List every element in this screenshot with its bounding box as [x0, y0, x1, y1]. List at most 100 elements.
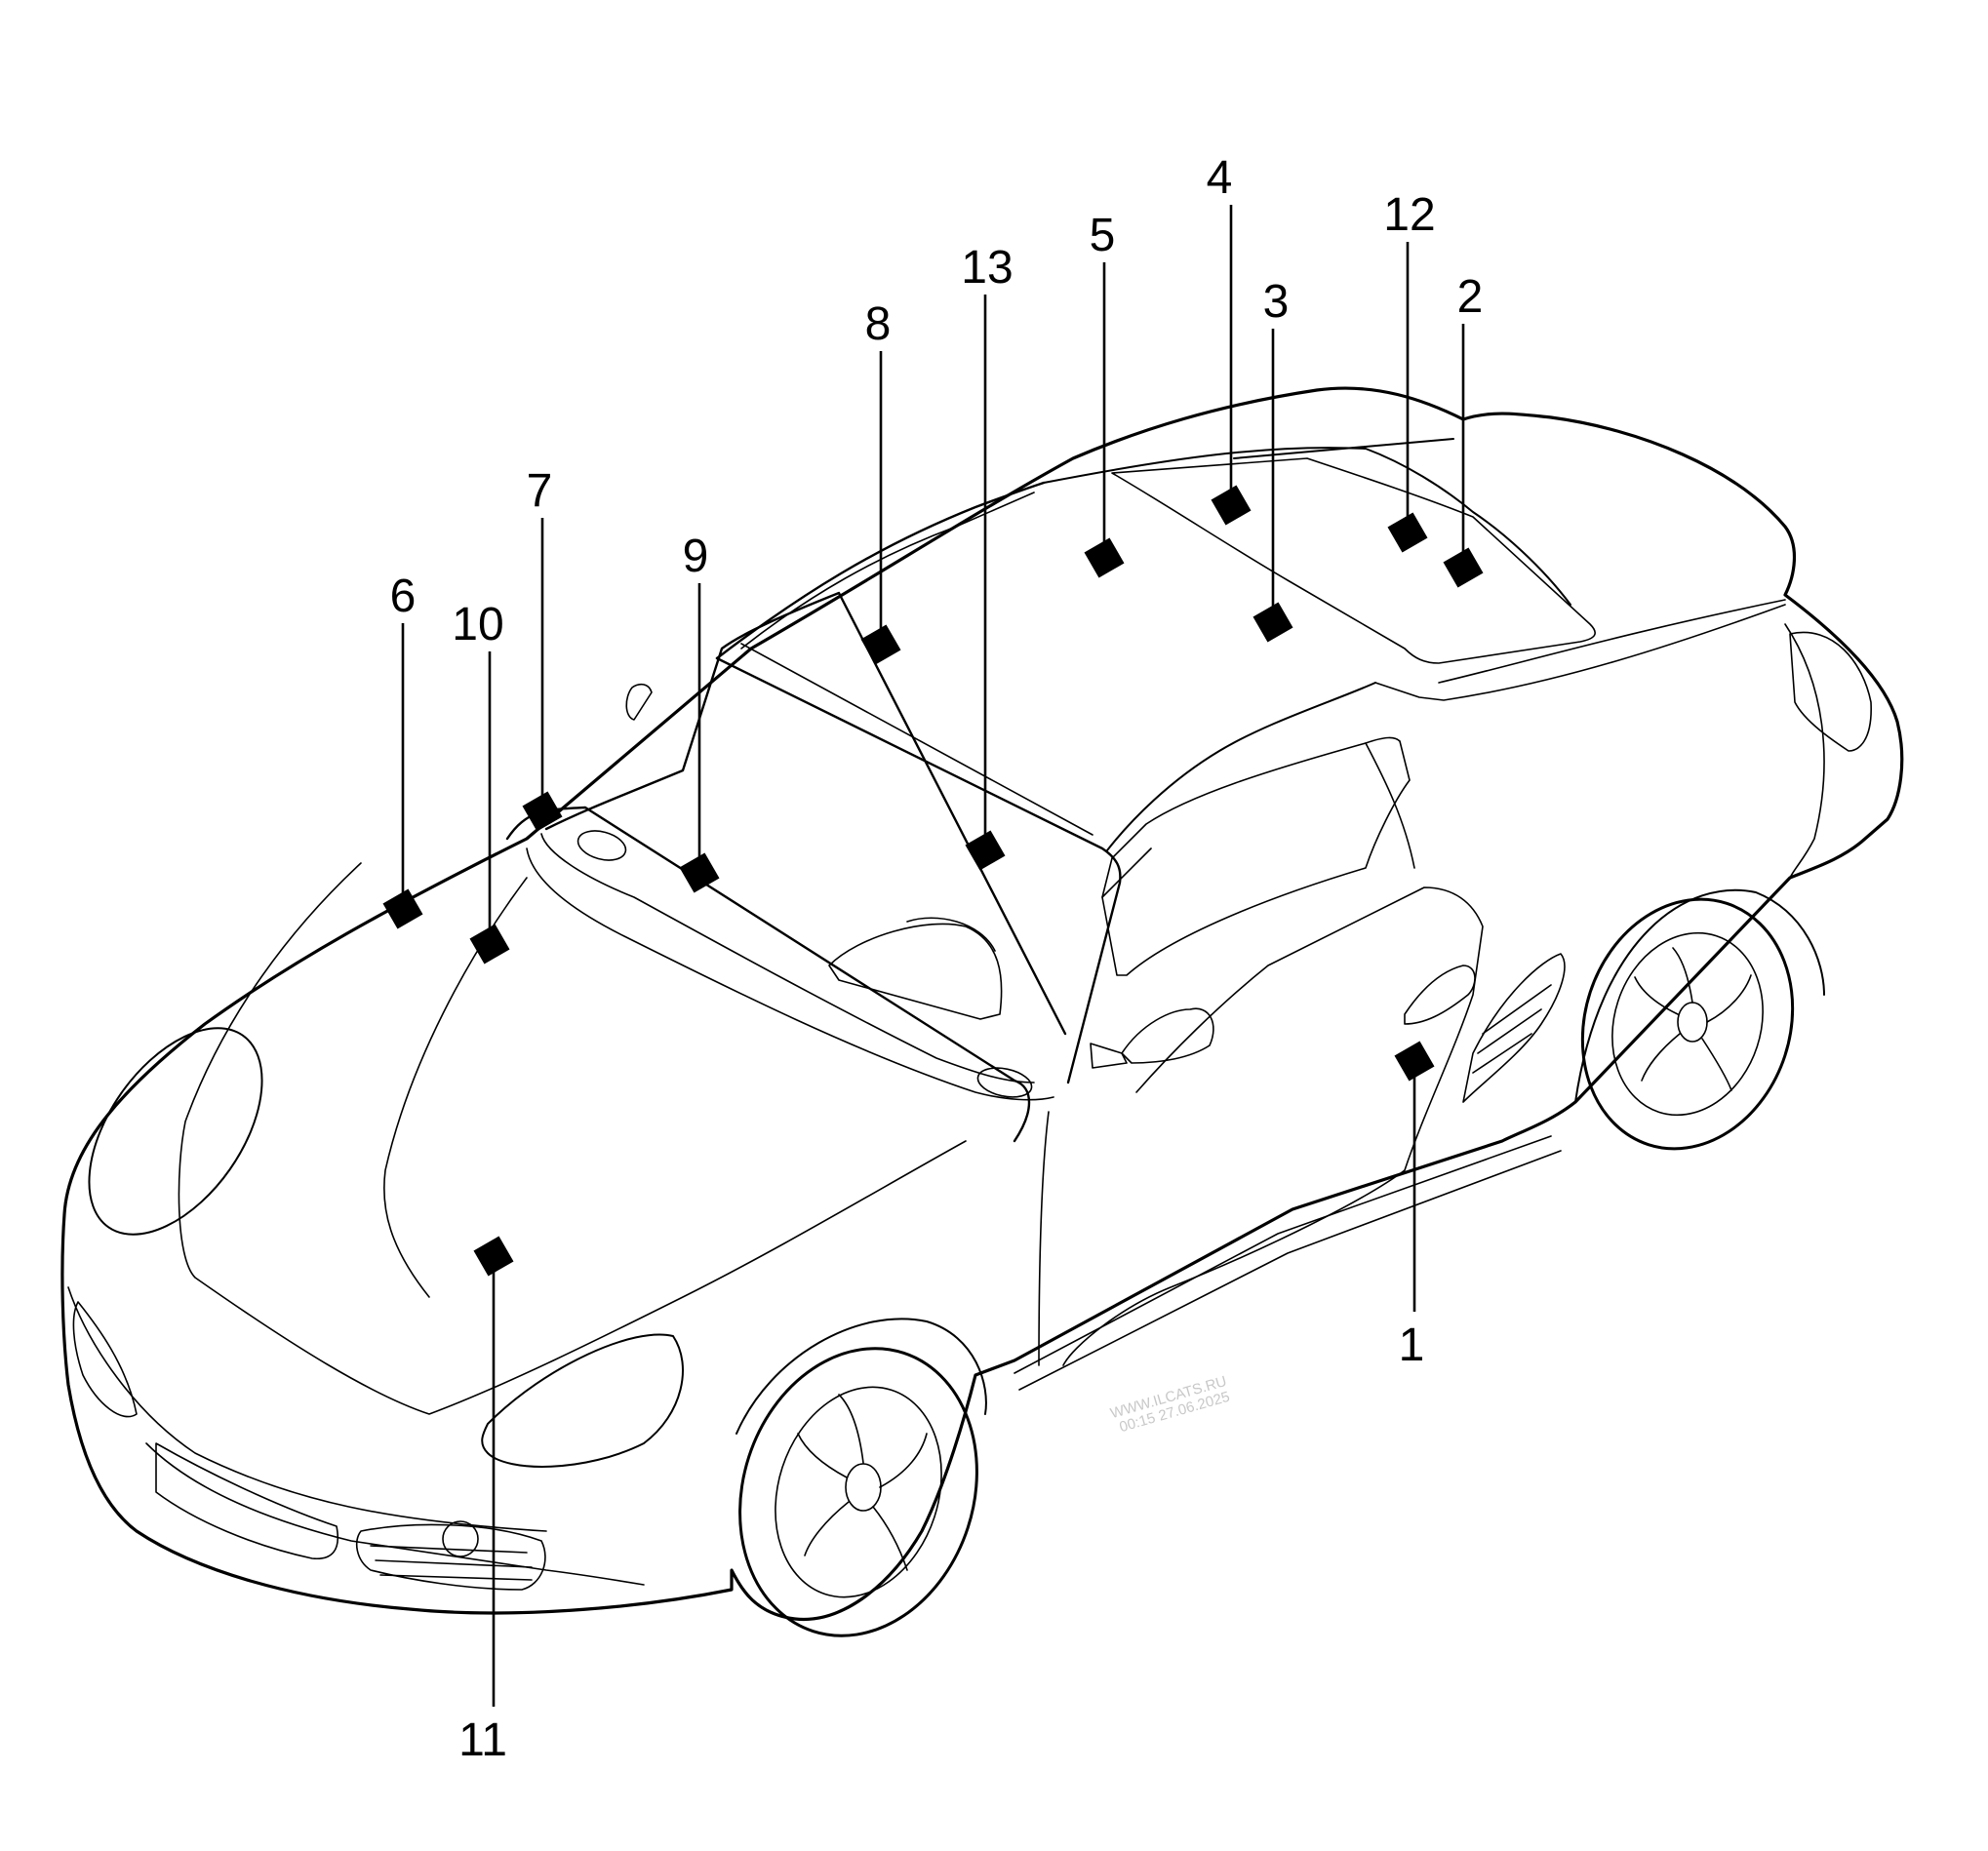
hood-outline [179, 863, 966, 1414]
taillight [1790, 632, 1871, 751]
side-intake [1463, 954, 1565, 1102]
callout-8: 8 [860, 298, 901, 665]
mirror-stalk [1091, 1044, 1127, 1068]
callout-marker [965, 830, 1006, 871]
callout-4: 4 [1207, 152, 1252, 526]
fog-light [443, 1521, 478, 1556]
front-bumper-lower [146, 1443, 644, 1585]
callout-number: 6 [390, 571, 417, 622]
side-window-divider [1366, 743, 1414, 868]
callout-number: 11 [458, 1714, 507, 1766]
roof-left-edge [717, 483, 1044, 658]
intake-fin-1 [1483, 985, 1551, 1034]
roof-right-edge [1107, 683, 1375, 850]
callout-number: 9 [683, 531, 709, 582]
car-illustration [54, 388, 1901, 1667]
callout-number: 2 [1457, 271, 1484, 323]
rear-glass [1112, 458, 1595, 663]
door-handle [1405, 965, 1475, 1024]
side-window [1102, 737, 1410, 975]
washer-nozzle-left [575, 826, 629, 865]
headlight-left [54, 998, 297, 1266]
callout-marker [469, 924, 510, 965]
callout-marker [473, 1236, 514, 1277]
a-pillar-right [1102, 848, 1151, 897]
callout-marker [1394, 1041, 1435, 1082]
windshield-outer [507, 807, 1029, 1141]
callout-marker [522, 791, 563, 832]
rear-wheel-rim [1589, 913, 1785, 1134]
roof-rear-edge [1044, 448, 1571, 605]
door-seam [1039, 1112, 1049, 1365]
side-mirror [1122, 1008, 1213, 1063]
callout-number: 1 [1399, 1319, 1425, 1371]
side-skirt [1014, 1136, 1551, 1373]
callout-7: 7 [522, 465, 563, 832]
callout-number: 4 [1207, 152, 1233, 204]
callout-marker [679, 852, 720, 893]
callout-number: 5 [1090, 210, 1116, 261]
hood-crease-left [384, 878, 527, 1297]
windshield-upper-edge [717, 658, 1120, 1083]
callout-marker [382, 888, 423, 929]
watermark: WWW.ILCATS.RU 00:15 27.06.2025 [1108, 1373, 1231, 1436]
callout-marker [1443, 547, 1484, 588]
callout-1: 1 [1394, 1041, 1435, 1371]
callout-marker [1211, 485, 1252, 526]
callout-number: 10 [452, 599, 503, 650]
rear-wheel-arch [1575, 890, 1824, 1102]
side-skirt-lower [1019, 1151, 1561, 1390]
windshield-frame [546, 593, 1065, 1034]
rear-deck [1439, 600, 1785, 683]
front-intake-right [357, 1524, 545, 1590]
callout-marker [1084, 537, 1125, 578]
callout-3: 3 [1252, 276, 1293, 643]
front-wheel-rim [749, 1365, 968, 1619]
rear-wheel-tire [1551, 872, 1824, 1176]
rear-bumper-curve [1785, 624, 1824, 878]
callout-marker [1387, 512, 1428, 553]
callout-number: 8 [865, 298, 892, 350]
windshield-inner-top [741, 644, 1093, 835]
callout-12: 12 [1383, 189, 1436, 553]
callout-10: 10 [452, 599, 510, 965]
callout-number: 13 [961, 242, 1013, 294]
headlight-right [482, 1334, 683, 1466]
front-intake-center [156, 1443, 338, 1558]
callout-number: 7 [527, 465, 553, 517]
door-frame [1063, 887, 1483, 1365]
cowl-line [541, 834, 1034, 1083]
callout-2: 2 [1443, 271, 1484, 588]
callout-marker [1252, 602, 1293, 643]
front-bumper [68, 1287, 546, 1531]
front-wheel-tire [703, 1318, 1013, 1667]
front-intake-left [73, 1302, 137, 1417]
washer-nozzle-right [975, 1063, 1035, 1101]
rear-fender-line [1375, 605, 1785, 700]
body-outline [62, 388, 1902, 1619]
front-wheel-hub [846, 1464, 881, 1511]
cowl-line-2 [527, 848, 1054, 1100]
intake-fin-2 [1478, 1009, 1541, 1053]
rear-wheel-hub [1678, 1003, 1707, 1042]
callout-13: 13 [961, 242, 1014, 871]
interior-seat [829, 924, 1002, 1019]
front-wheel-arch [736, 1319, 986, 1434]
callout-11: 11 [458, 1236, 514, 1766]
callout-number: 12 [1383, 189, 1435, 241]
intake-fin-3 [1473, 1034, 1531, 1073]
callout-5: 5 [1084, 210, 1125, 578]
callout-number: 3 [1263, 276, 1290, 328]
roof-panel-line [741, 492, 1034, 649]
front-wheel-spokes [798, 1395, 927, 1570]
intake-slats [371, 1546, 532, 1580]
callout-marker [860, 624, 901, 665]
callout-9: 9 [679, 531, 720, 893]
rear-glass-strip [1234, 439, 1453, 458]
callout-6: 6 [382, 571, 423, 929]
rear-wheel-spokes [1635, 948, 1751, 1090]
antenna [626, 685, 652, 720]
interior-seat-back [907, 918, 995, 951]
